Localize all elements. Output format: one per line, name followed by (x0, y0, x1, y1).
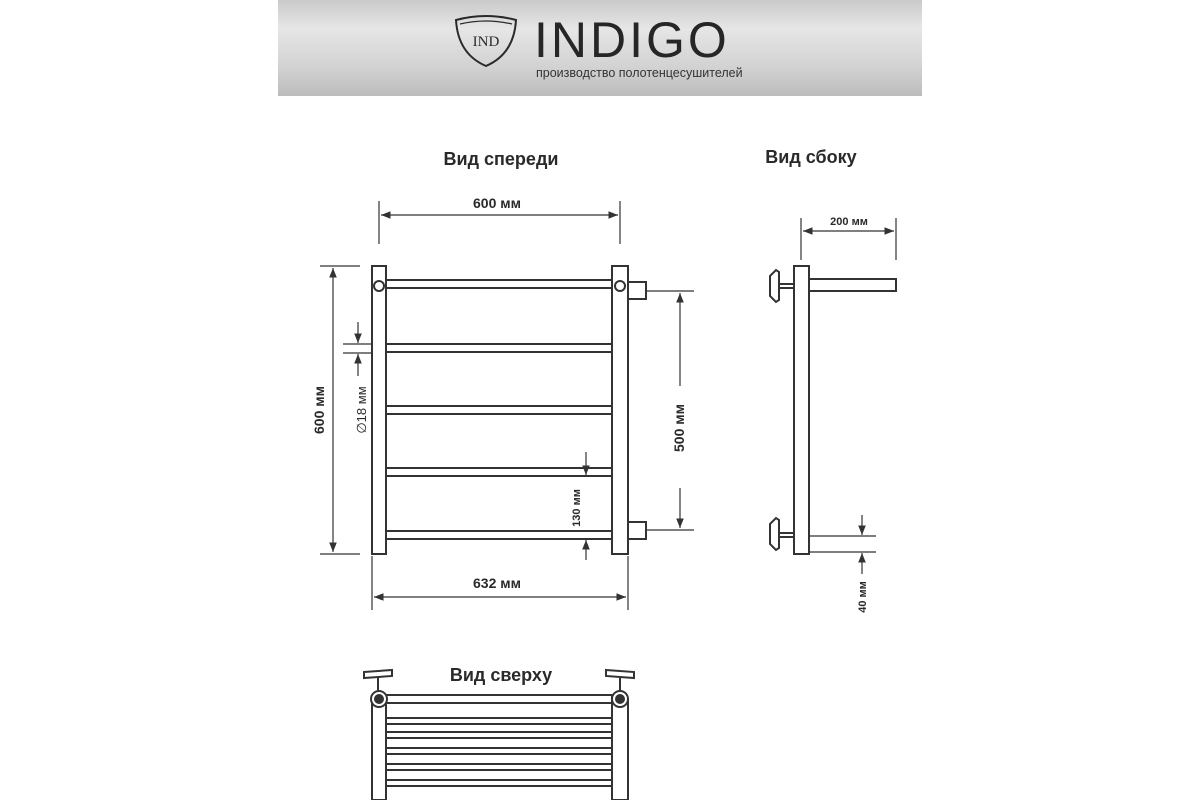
header-banner (278, 0, 922, 96)
side-view-title: Вид сбоку (765, 147, 856, 167)
dim-offset-label: 40 мм (857, 581, 869, 613)
dim-connection-spacing-label: 500 мм (671, 404, 687, 452)
front-view (320, 201, 694, 610)
dim-diameter-label: ∅18 мм (354, 386, 369, 433)
brand-name: INDIGO (534, 12, 730, 68)
dim-height-label: 600 мм (311, 386, 327, 434)
logo-text: IND (473, 34, 500, 50)
side-view (769, 218, 897, 574)
brand-tagline: производство полотенцесушителей (536, 66, 743, 80)
dim-total-width-label: 632 мм (473, 575, 521, 591)
top-view (363, 668, 635, 800)
dim-depth-label: 200 мм (830, 216, 868, 228)
front-view-title: Вид спереди (444, 149, 559, 169)
dim-top-width-label: 600 мм (473, 195, 521, 211)
top-view-title: Вид сверху (450, 665, 552, 685)
brand-logo-icon: IND (454, 15, 518, 68)
dim-rail-spacing-label: 130 мм (571, 489, 583, 527)
